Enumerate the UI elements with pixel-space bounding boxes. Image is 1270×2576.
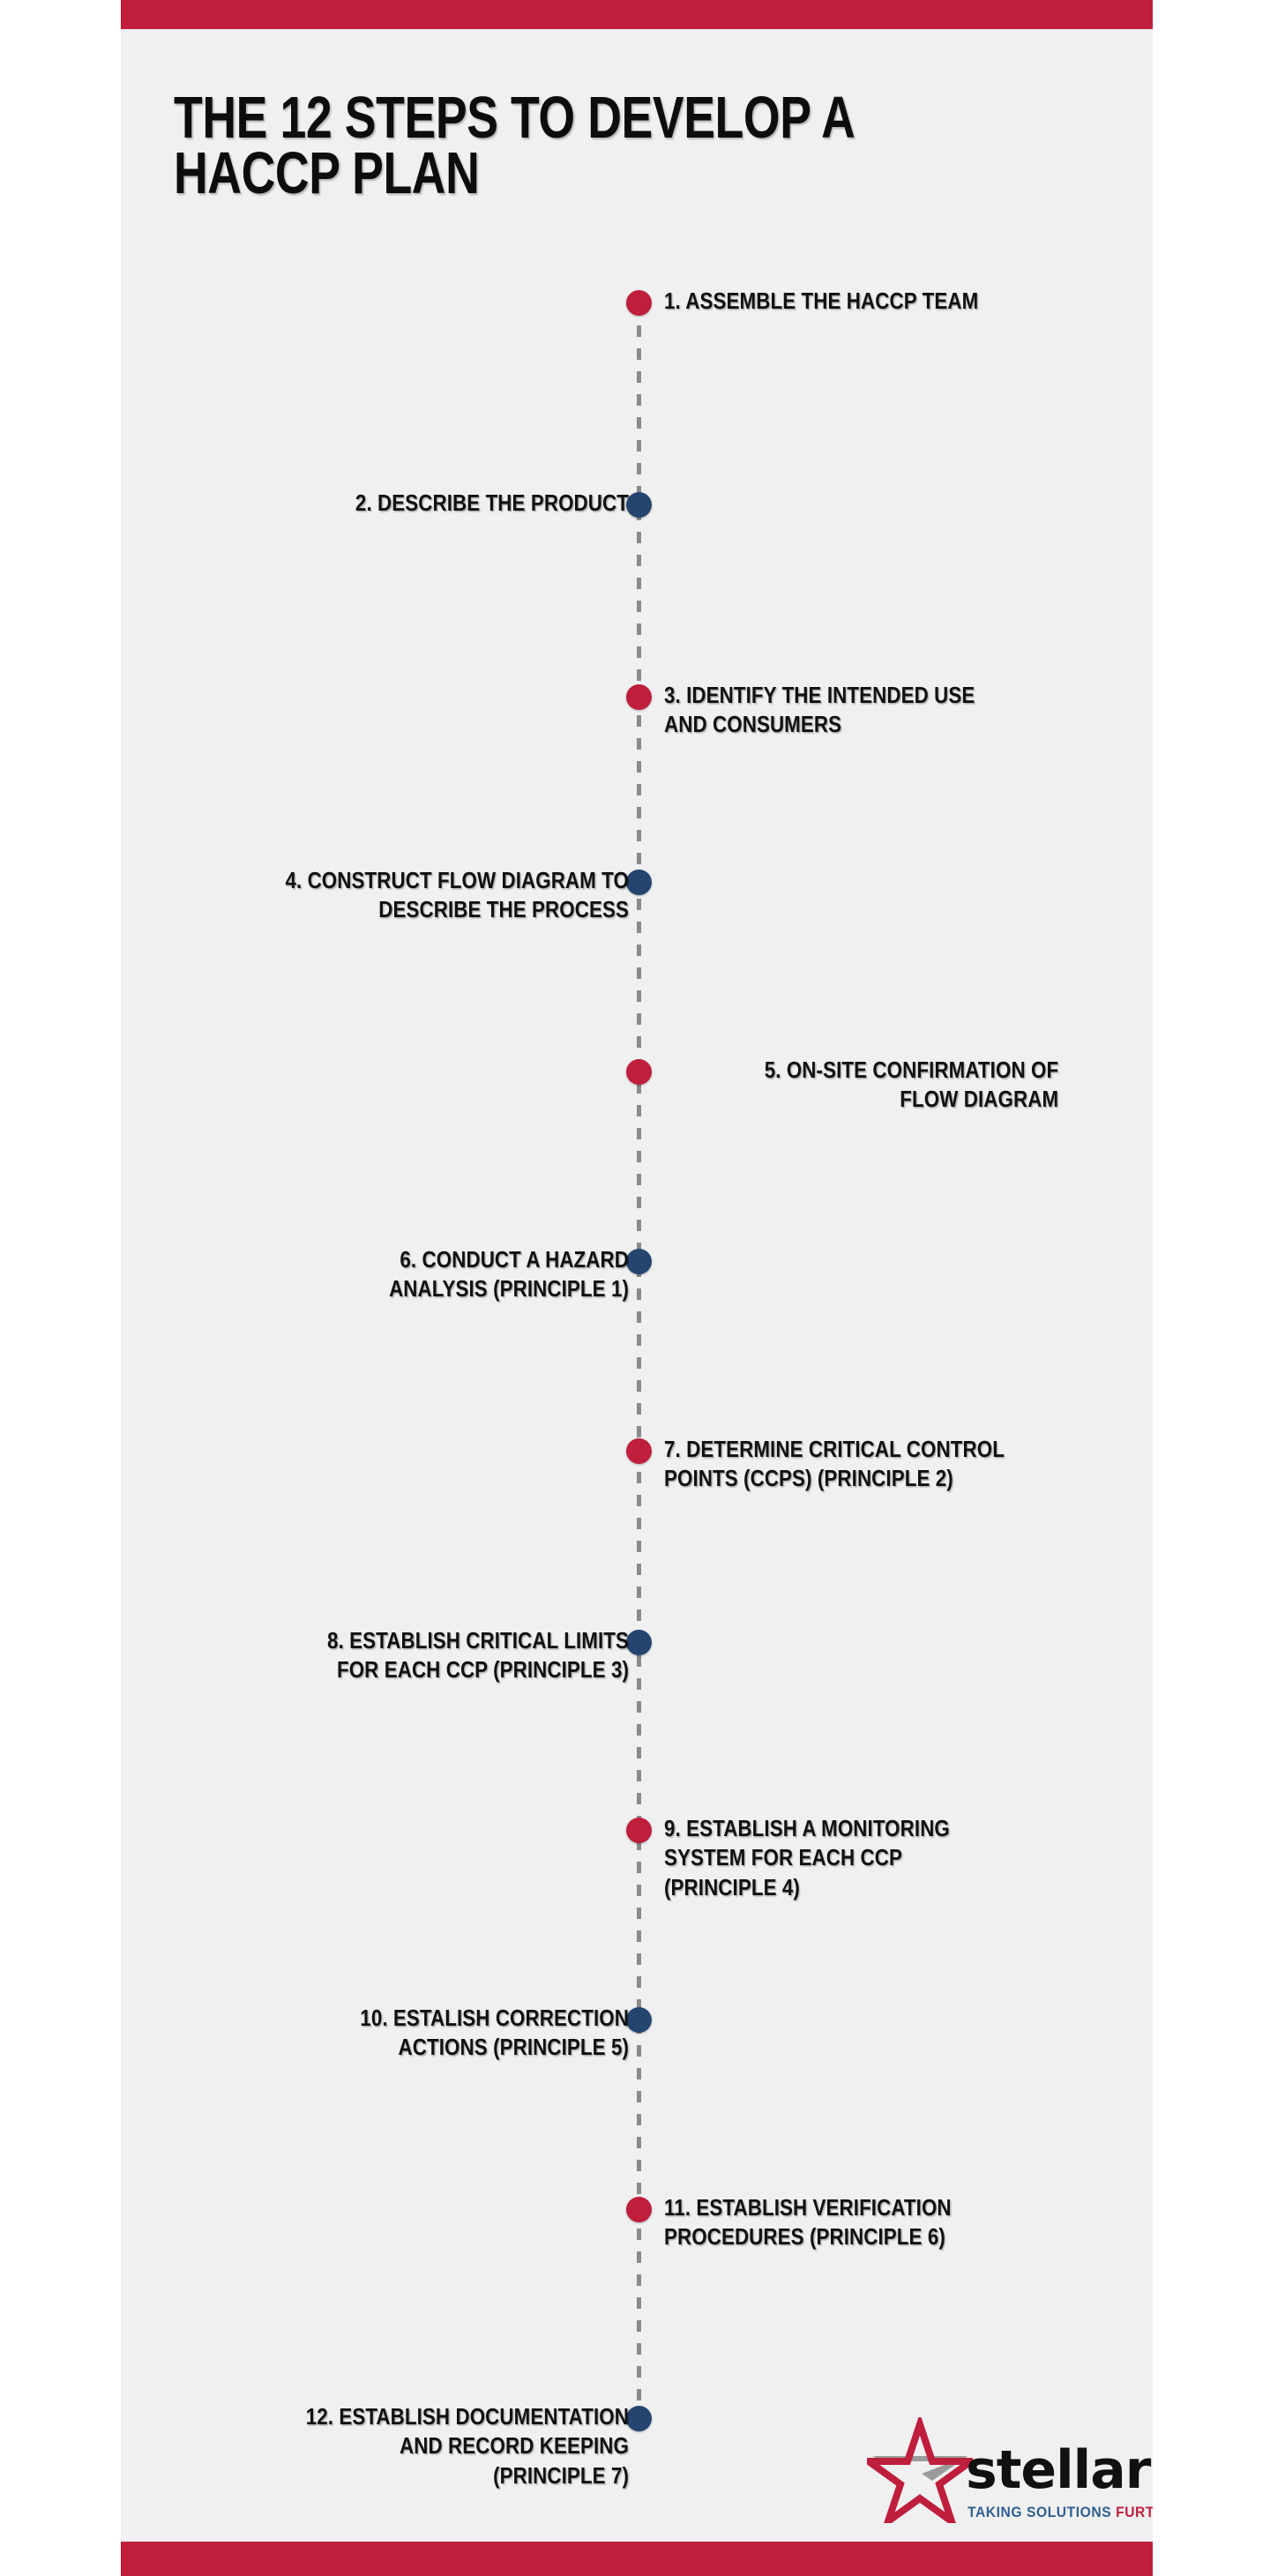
timeline-dot-3	[625, 683, 652, 710]
stellar-tagline: TAKING SOLUTIONS FURTHER®	[967, 2504, 1153, 2521]
timeline-dot-7	[625, 1437, 652, 1464]
timeline-dot-5	[625, 1058, 652, 1085]
timeline-step-label-10: 10. ESTALISH CORRECTION ACTIONS (PRINCIP…	[360, 2005, 629, 2061]
timeline-step-label-7: 7. DETERMINE CRITICAL CONTROL POINTS (CC…	[664, 1436, 1005, 1492]
poster-canvas: THE 12 STEPS TO DEVELOP A HACCP PLAN 1. …	[121, 0, 1153, 2576]
tagline-accent: FURTHER®	[1116, 2504, 1153, 2520]
timeline-step-label-11: 11. ESTABLISH VERIFICATION PROCEDURES (P…	[664, 2194, 952, 2251]
timeline-dot-9	[625, 1817, 652, 1843]
stellar-logo: stellar TAKING SOLUTIONS FURTHER®	[857, 2412, 1153, 2535]
tagline-primary: TAKING SOLUTIONS	[967, 2504, 1117, 2520]
top-accent-bar	[121, 0, 1153, 29]
timeline-step-label-3: 3. IDENTIFY THE INTENDED USE AND CONSUME…	[664, 682, 975, 738]
page-title: THE 12 STEPS TO DEVELOP A HACCP PLAN	[174, 84, 855, 206]
stellar-wordmark: stellar	[966, 2439, 1151, 2501]
timeline-step-label-2: 2. DESCRIBE THE PRODUCT	[355, 489, 629, 516]
timeline-step-label-6: 6. CONDUCT A HAZARD ANALYSIS (PRINCIPLE …	[389, 1246, 629, 1303]
timeline-dot-8	[625, 1629, 652, 1655]
timeline-dot-11	[625, 2196, 652, 2222]
timeline-dot-10	[625, 2006, 652, 2033]
timeline-dot-1	[625, 289, 652, 316]
timeline-step-label-4: 4. CONSTRUCT FLOW DIAGRAM TO DESCRIBE TH…	[285, 867, 629, 923]
timeline-dot-12	[625, 2405, 652, 2431]
timeline-step-label-12: 12. ESTABLISH DOCUMENTATION AND RECORD K…	[305, 2403, 629, 2489]
timeline-step-label-1: 1. ASSEMBLE THE HACCP TEAM	[664, 287, 979, 314]
timeline-axis	[637, 302, 641, 2419]
timeline-dot-4	[625, 869, 652, 895]
timeline-dot-6	[625, 1248, 652, 1274]
timeline-step-label-5: 5. ON-SITE CONFIRMATION OF FLOW DIAGRAM	[764, 1057, 1059, 1113]
bottom-accent-bar	[121, 2542, 1153, 2576]
timeline-step-label-9: 9. ESTABLISH A MONITORING SYSTEM FOR EAC…	[664, 1815, 950, 1900]
timeline-dot-2	[625, 491, 652, 518]
stellar-star-logo-icon	[857, 2413, 982, 2531]
timeline-step-label-8: 8. ESTABLISH CRITICAL LIMITS FOR EACH CC…	[327, 1627, 629, 1684]
